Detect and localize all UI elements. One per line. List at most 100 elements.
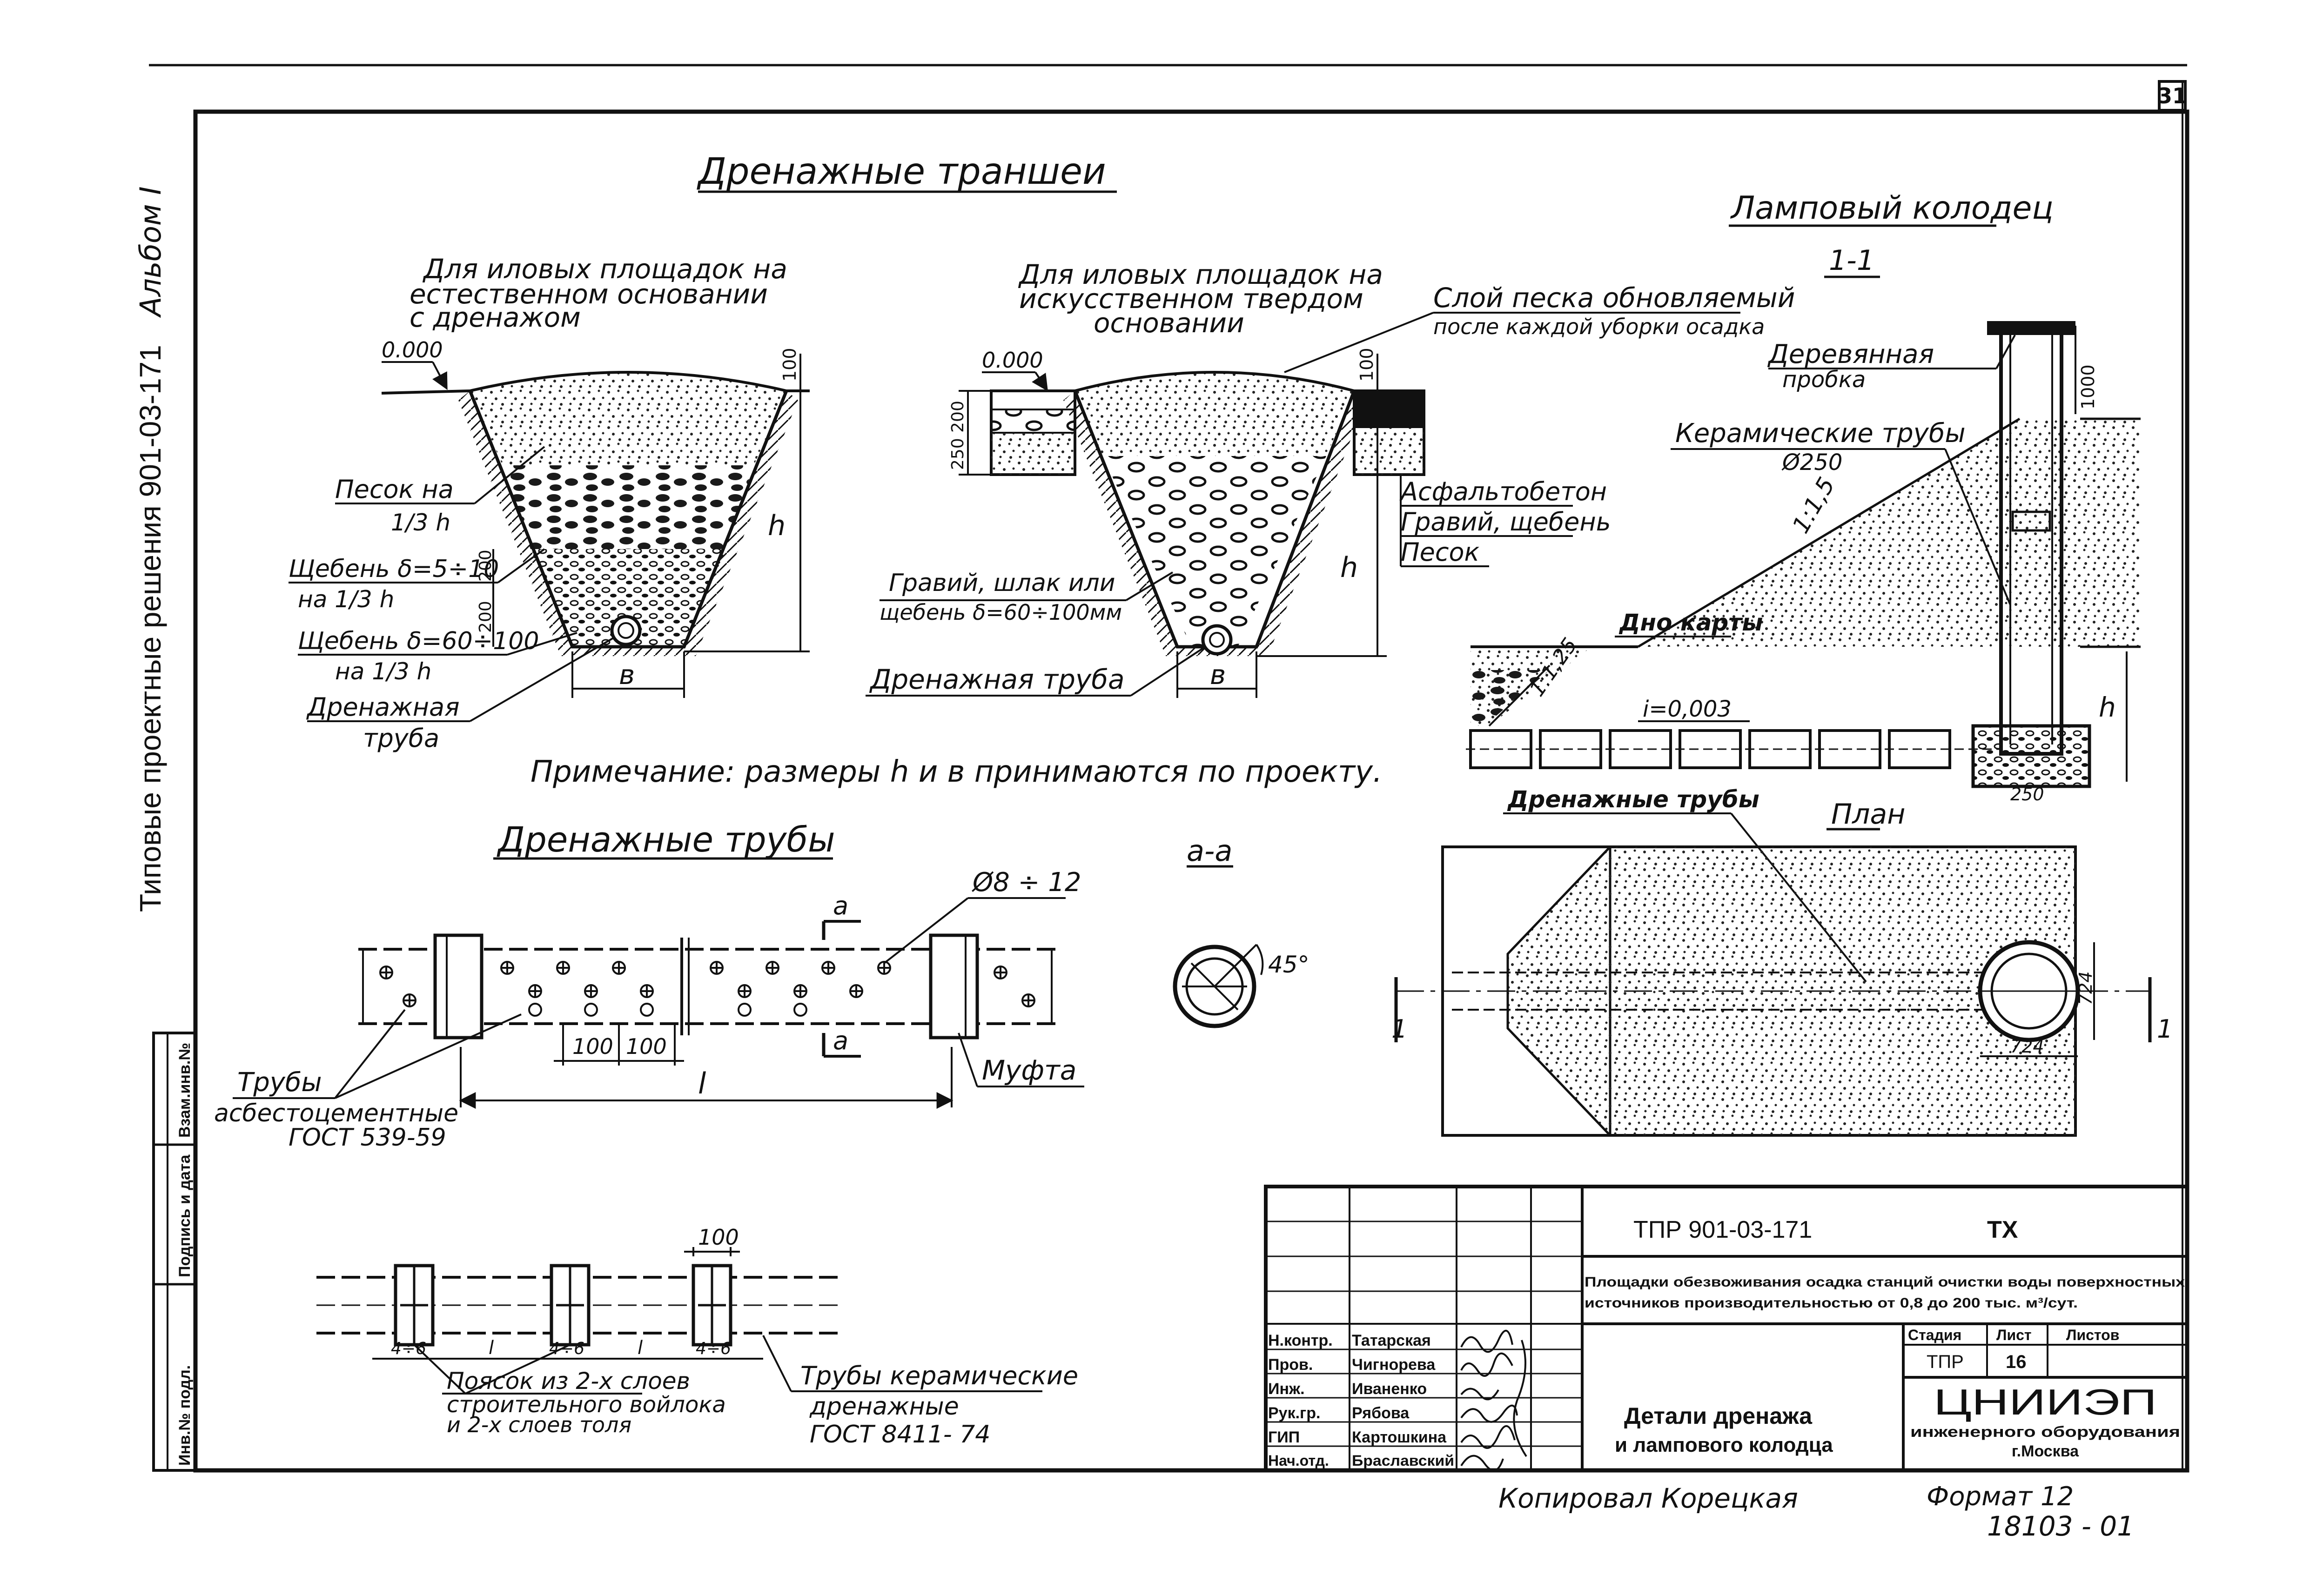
well-pipes-2: Ø250 — [1781, 449, 1842, 476]
tb-mark: ТХ — [1987, 1216, 2018, 1243]
pipes-title: Дренажные трубы — [497, 820, 835, 860]
sheet-frame: 31 — [149, 64, 2189, 1473]
label-asbestos-1: Трубы — [237, 1067, 322, 1098]
artificial-sand-layer — [1075, 372, 1354, 456]
left-margin-titles: Типовые проектные решения 901-03-171 Аль… — [134, 186, 168, 912]
trenches-title: Дренажные траншеи — [697, 151, 1106, 193]
well-section: Ламповый колодец 1-1 Д — [1391, 190, 2173, 1137]
natural-pebble-dark — [503, 465, 754, 549]
side-stamp: Инв.№ подл. Подпись и дата Взам.инв.№ — [152, 1032, 197, 1472]
album-label: Альбом I — [134, 186, 168, 318]
stamp-vzam: Взам.инв.№ — [176, 1043, 194, 1138]
artificial-caption-3: основании — [1094, 307, 1244, 339]
natural-label-sand-1: Песок на — [335, 475, 454, 504]
tb-title-1: Детали дренажа — [1624, 1403, 1813, 1429]
well-slope-1: 1:1,5 — [1787, 473, 1840, 538]
well-plan: 724 724 1 1 — [1391, 845, 2173, 1137]
tb-stage-h: Стадия — [1908, 1327, 1961, 1343]
natural-caption-1: Для иловых площадок на — [422, 253, 787, 285]
ceramic-dim-5: 4÷6 — [696, 1339, 731, 1358]
well-bottom-label: Дно карты — [1618, 609, 1763, 636]
signatures — [1460, 1329, 1527, 1472]
trenches-note: Примечание: размеры h и в принимаются по… — [530, 755, 1382, 789]
ceramic-dim-4: l — [638, 1337, 643, 1359]
ceramic-dim-100: 100 — [698, 1225, 739, 1250]
signer-role: ГИП — [1268, 1428, 1300, 1446]
tb-title-2: и лампового колодца — [1615, 1434, 1833, 1456]
natural-label-gravel1-1: Щебень δ=5÷10 — [289, 555, 499, 583]
signers: Н.контр. Татарская Пров. Чигнорева Инж. … — [1268, 1332, 1454, 1469]
signer-role: Инж. — [1268, 1380, 1305, 1398]
tb-project-2: источников производительностью от 0,8 до… — [1585, 1295, 2078, 1311]
artificial-sand: Песок — [1401, 537, 1480, 567]
ceramic-dim-2: l — [489, 1337, 494, 1359]
tb-project-1: Площадки обезвоживания осадка станций оч… — [1585, 1274, 2185, 1290]
well-section-mark: 1-1 — [1829, 244, 1874, 277]
well-drainpipes-label: Дренажные трубы — [1507, 786, 1759, 813]
natural-dim-h: h — [768, 510, 786, 542]
tb-sheet: 16 — [2006, 1352, 2027, 1372]
stamp-inv-podl: Инв.№ подл. — [176, 1365, 194, 1466]
ceramic-label-3: ГОСТ 8411- 74 — [810, 1421, 990, 1448]
label-asbestos-2: асбестоцементные — [214, 1100, 458, 1127]
title-block: ТПР 901-03-171 ТХ Площадки обезвоживания… — [1264, 1185, 2189, 1472]
artificial-fill-1: Гравий, шлак или — [889, 569, 1115, 597]
sheet-number: 31 — [2157, 83, 2187, 108]
tb-org-1: ЦНИИЭП — [1934, 1381, 2157, 1422]
signer-name: Рябова — [1352, 1404, 1410, 1422]
well-dim-1000: 1000 — [2078, 364, 2098, 409]
artificial-dim-top: 100 — [1356, 348, 1377, 382]
dim-hole: Ø8 ÷ 12 — [972, 867, 1081, 898]
plan-dim-724-vert: 724 — [2075, 971, 2096, 1005]
ceramic-dim-3: 4÷6 — [549, 1339, 584, 1358]
dim-100a: 100 — [572, 1034, 613, 1059]
ceramic-joint-3 — [692, 1264, 732, 1347]
natural-label-gravel2-2: на 1/3 h — [335, 658, 431, 685]
natural-dim-200b: 200 — [476, 601, 495, 633]
plan-cut-right: 1 — [2157, 1014, 2173, 1044]
artificial-pipe: Дренажная труба — [869, 664, 1125, 695]
artificial-sandlayer-1: Слой песка обновляемый — [1433, 282, 1795, 314]
label-asbestos-3: ГОСТ 539-59 — [289, 1124, 446, 1152]
well-plug-2: пробка — [1782, 367, 1866, 393]
ceramic-joint-1 — [394, 1264, 435, 1347]
tb-org-3: г.Москва — [2012, 1442, 2079, 1460]
ceramic-pipes: 100 4÷6 l 4÷6 l 4÷6 Поясок из 2-х слоев … — [316, 1225, 1078, 1448]
artificial-dim-h: h — [1340, 551, 1358, 584]
series-title-vertical: Типовые проектные решения 901-03-171 — [134, 345, 167, 912]
section-angle: 45° — [1268, 951, 1309, 978]
trench-natural: Для иловых площадок на естественном осно… — [289, 253, 810, 753]
well-drain-pipes — [1466, 729, 2001, 769]
natural-dim-b: в — [619, 659, 635, 691]
plan-dim-724-horiz: 724 — [2010, 1036, 2044, 1057]
tb-sheet-h: Лист — [1996, 1327, 2032, 1343]
signer-name: Чигнорева — [1352, 1356, 1436, 1374]
natural-dim-200a: 200 — [476, 550, 495, 582]
pipes-section: Дренажные трубы а а — [214, 820, 1309, 1152]
tb-stage: ТПР — [1927, 1352, 1964, 1372]
signer-name: Татарская — [1352, 1332, 1431, 1349]
signer-role: Н.контр. — [1268, 1332, 1333, 1349]
section-aa-title: а-а — [1187, 834, 1232, 868]
well-dim-h: h — [2099, 691, 2116, 723]
trench-artificial: Для иловых площадок на искусственном тве… — [866, 259, 1795, 698]
artificial-caption-2: искусственном твердом — [1019, 283, 1363, 315]
artificial-pebble-fill — [1103, 456, 1326, 647]
inv-code: 18103 - 01 — [1987, 1510, 2134, 1542]
tb-sheets-h: Листов — [2066, 1327, 2119, 1343]
copied-by: Копировал Корецкая — [1498, 1482, 1798, 1514]
natural-label-sand-2: 1/3 h — [391, 509, 450, 536]
artificial-fill-2: щебень δ=60÷100мм — [880, 600, 1122, 625]
natural-caption-3: с дренажом — [410, 302, 581, 333]
well-plug-1: Деревянная — [1767, 339, 1934, 369]
format-label: Формат 12 — [1927, 1482, 2074, 1512]
natural-label-pipe-1: Дренажная — [306, 692, 460, 722]
dim-100b: 100 — [626, 1034, 667, 1059]
natural-label-gravel1-2: на 1/3 h — [298, 586, 394, 613]
trenches-section: Дренажные траншеи Для иловых площадок на… — [289, 151, 1795, 789]
natural-label-gravel2-1: Щебень δ=60÷100 — [298, 627, 539, 655]
natural-caption-2: естественном основании — [410, 278, 768, 310]
natural-elev: 0.000 — [382, 337, 443, 362]
natural-sand-fill — [470, 372, 786, 465]
